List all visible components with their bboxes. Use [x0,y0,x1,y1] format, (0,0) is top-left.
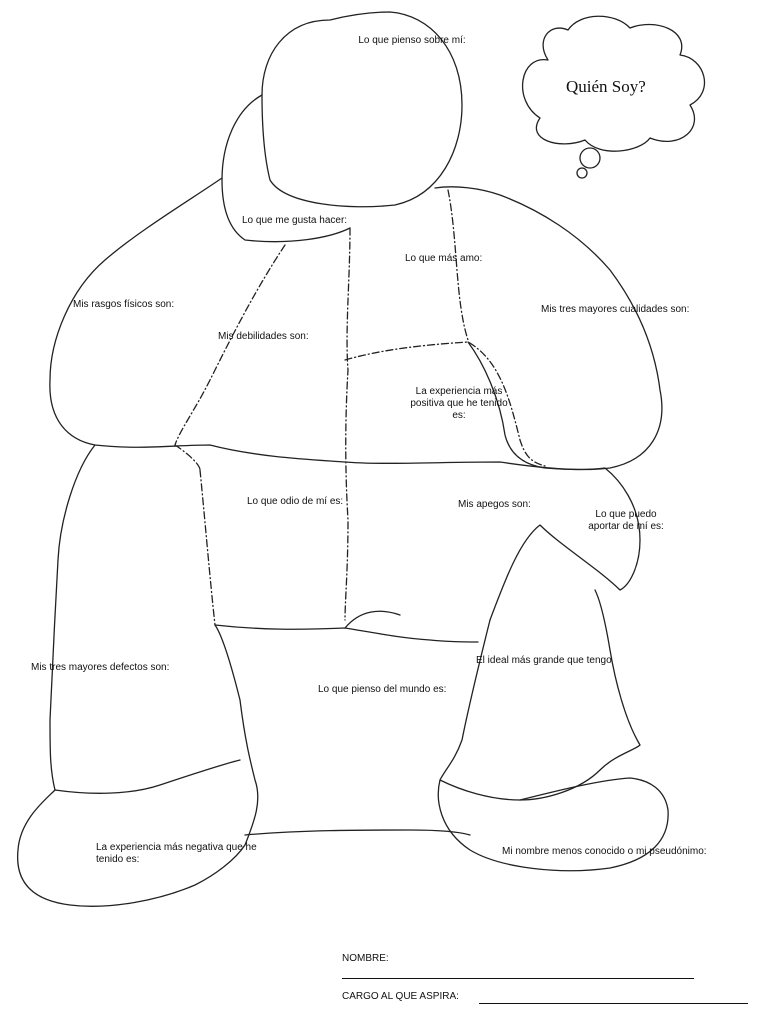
left-leg-outline [16,624,259,907]
label-qualities: Mis tres mayores cualidades son: [541,304,690,315]
name-field-row: NOMBRE: [342,953,389,965]
lap-outline [214,624,479,643]
torso-left-side [49,444,96,791]
label-contribute: Lo que puedo aportar de mí es: [588,509,664,532]
ground-line [244,829,471,836]
lap-seam [344,610,401,629]
name-label: NOMBRE: [342,953,389,964]
position-label: CARGO AL QUE ASPIRA: [342,991,459,1002]
label-world: Lo que pienso del mundo es: [318,684,447,695]
right-leg-outline [439,589,641,801]
thought-bubble-title: Quién Soy? [566,77,646,96]
position-field-row: CARGO AL QUE ASPIRA: [342,991,459,1003]
right-arm-outline [467,341,641,621]
name-input[interactable] [342,968,694,979]
label-head: Lo que pienso sobre mí: [358,35,466,46]
label-hate: Lo que odio de mí es: [247,496,344,507]
label-love: Lo que más amo: [405,253,483,264]
label-nickname: Mi nombre menos conocido o mi pseudónimo… [502,846,707,857]
label-attachments: Mis apegos son: [458,499,531,510]
position-input[interactable] [479,993,748,1004]
label-defects: Mis tres mayores defectos son: [31,662,170,673]
left-leg-inner [54,759,241,794]
thought-bubble [521,15,706,179]
right-foot-outline [437,777,669,872]
face-outline [221,94,351,243]
label-likes: Lo que me gusta hacer: [242,215,348,226]
label-ideal: El ideal más grande que tengo [476,655,612,666]
label-negative-experience: La experiencia más negativa que he tenid… [96,842,257,865]
label-physical: Mis rasgos físicos son: [73,299,175,310]
torso-outline [49,177,663,471]
label-positive-experience: La experiencia más positiva que he tenid… [410,386,508,421]
seam-lines [174,189,546,626]
label-weaknesses: Mis debilidades son: [218,331,309,342]
